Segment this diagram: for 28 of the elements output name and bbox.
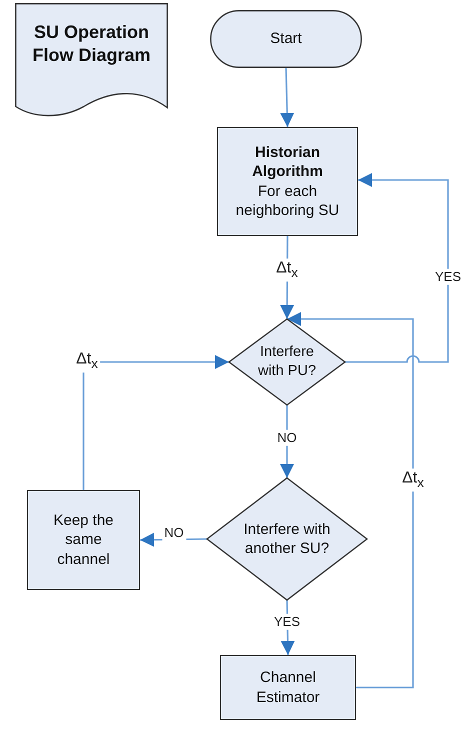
arrow — [345, 173, 449, 363]
arrow — [82, 355, 229, 490]
decision-diamond — [207, 478, 367, 600]
document-shape — [15, 3, 168, 118]
edge-label: NO — [162, 524, 186, 542]
edge-label: YES — [272, 614, 302, 630]
box-text: Interfere with another SU? — [242, 520, 332, 558]
decision-diamond — [229, 319, 345, 405]
box-text: Start — [270, 29, 302, 49]
arrow — [140, 532, 208, 547]
arrow — [280, 68, 294, 128]
arrow — [287, 312, 414, 688]
process-box — [220, 655, 356, 720]
process-box — [217, 127, 358, 236]
edge-label: Δt$_{x}$ — [74, 350, 100, 372]
box-text: For each neighboring SU — [234, 182, 340, 220]
edge-label: NO — [275, 430, 299, 446]
box-text: Keep the same channel — [52, 511, 115, 569]
edge-label: Δt$_{x}$ — [400, 468, 426, 492]
box-text: Channel Estimator — [255, 668, 321, 707]
box-text: Interfere with PU? — [256, 343, 318, 381]
process-box — [27, 490, 140, 590]
arrow — [280, 405, 294, 478]
edge-label: YES — [433, 268, 463, 286]
terminator-shape — [210, 10, 362, 68]
edge-label: Δt$_{x}$ — [274, 258, 300, 282]
box-heading: Historian Algorithm — [251, 143, 324, 182]
box-text: SU Operation Flow Diagram — [31, 21, 152, 66]
